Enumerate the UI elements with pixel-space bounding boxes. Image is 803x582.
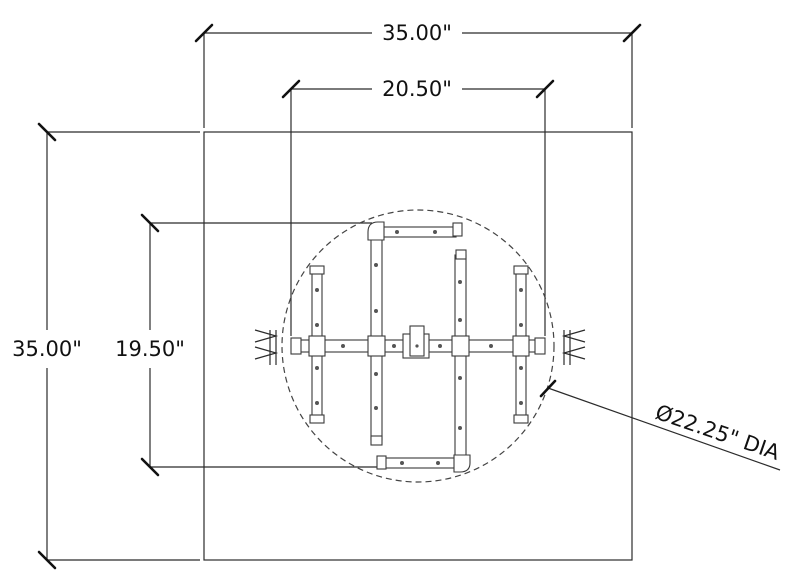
top-outer-dimension-label: 35.00"	[382, 21, 452, 45]
left-inner-dimension-label: 19.50"	[115, 337, 185, 361]
top-inner-dimension: 20.50"	[281, 77, 555, 336]
left-outer-dimension-label: 35.00"	[12, 337, 82, 361]
diameter-leader: Ø22.25" DIA	[539, 379, 783, 471]
burner-pipe-assembly	[290, 221, 546, 473]
outer-square-outline	[203, 131, 633, 561]
top-outer-dimension: 35.00"	[194, 21, 642, 128]
top-inner-dimension-label: 20.50"	[382, 77, 452, 101]
burner-diameter-circle	[281, 209, 555, 483]
diameter-label: Ø22.25" DIA	[652, 400, 783, 465]
left-inner-dimension: 19.50"	[115, 213, 380, 477]
left-vent-symbol	[254, 329, 279, 365]
right-vent-symbol	[561, 329, 586, 365]
left-outer-dimension: 35.00"	[12, 122, 200, 570]
